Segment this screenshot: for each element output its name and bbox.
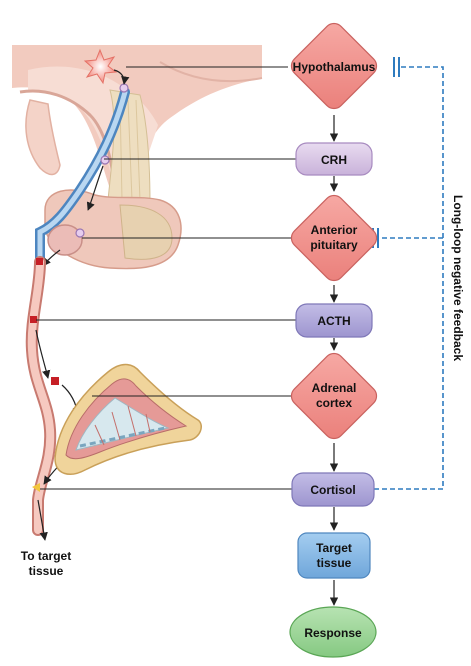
response-label: Response — [304, 626, 362, 640]
crh-label: CRH — [321, 153, 347, 167]
hypothalamus-label: Hypothalamus — [293, 60, 376, 74]
adrenal-cortex-label-1: Adrenal — [312, 381, 357, 395]
to-target-label: To target tissue — [21, 549, 71, 578]
target-tissue-label-1: Target — [316, 541, 352, 555]
feedback-loop: Long-loop negative feedback — [372, 57, 465, 490]
cortisol-node: Cortisol — [291, 472, 375, 507]
crh-node: CRH — [295, 142, 373, 176]
anterior-pituitary-label-1: Anterior — [311, 223, 358, 237]
cortisol-label: Cortisol — [310, 483, 355, 497]
adrenal-cortex-node: Adrenal cortex — [290, 352, 378, 440]
anterior-pituitary-node: Anterior pituitary — [290, 194, 378, 282]
to-target-label-2: tissue — [29, 564, 64, 578]
adrenal-gland-illustration — [54, 363, 202, 475]
target-tissue-label-2: tissue — [317, 556, 352, 570]
response-node: Response — [289, 606, 377, 658]
acth-label: ACTH — [317, 314, 350, 328]
connector-lines — [36, 66, 298, 490]
feedback-label: Long-loop negative feedback — [451, 195, 465, 361]
acth-node: ACTH — [295, 303, 373, 338]
pituitary-illustration — [35, 48, 182, 270]
anterior-pituitary-label-2: pituitary — [310, 238, 358, 252]
adrenal-cortex-label-2: cortex — [316, 396, 352, 410]
target-tissue-node: Target tissue — [297, 532, 371, 579]
hypothalamus-node: Hypothalamus — [290, 22, 378, 110]
to-target-label-1: To target — [21, 549, 71, 563]
blood-vessel-illustration — [25, 256, 81, 541]
